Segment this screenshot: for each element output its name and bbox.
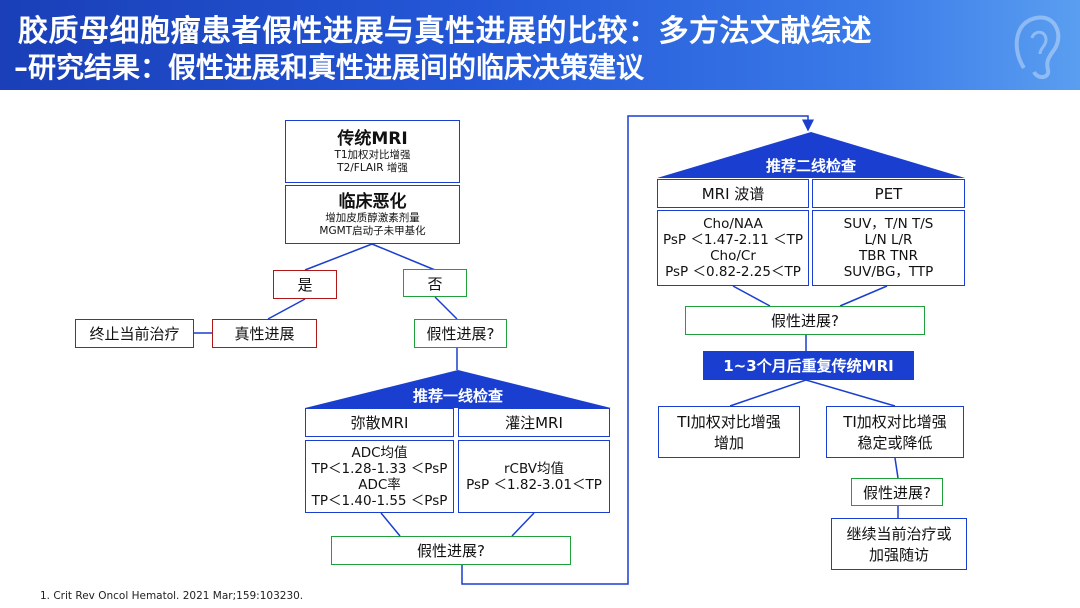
ear-icon	[1014, 15, 1061, 79]
pseudo-q3-label: 假性进展?	[771, 312, 839, 330]
pseudo-progression-q3: 假性进展?	[685, 306, 925, 335]
pet-detail-line: SUV/BG，TTP	[843, 264, 934, 280]
no-box: 否	[403, 269, 467, 297]
mrs-detail-line: PsP ＜1.47-2.11 ＜TP	[662, 232, 804, 248]
mrs-detail-line: PsP ＜0.82-2.25＜TP	[665, 264, 801, 280]
perfusion-detail-box: rCBV均值 PsP ＜1.82-3.01＜TP	[458, 440, 610, 513]
pseudo-progression-q4: 假性进展?	[851, 478, 943, 506]
t1-stable-line: 稳定或降低	[857, 434, 933, 452]
conventional-mri-title: 传统MRI	[337, 128, 408, 149]
pet-detail-line: SUV，T/N T/S	[843, 216, 934, 232]
clinical-worsening-line2: MGMT启动子未甲基化	[319, 224, 426, 237]
clinical-worsening-line1: 增加皮质醇激素剂量	[325, 211, 420, 224]
mrs-label: MRI 波谱	[701, 185, 765, 203]
pseudo-q1-label: 假性进展?	[426, 325, 495, 343]
diffusion-detail-line: TP＜1.28-1.33 ＜PsP	[311, 460, 448, 477]
clinical-worsening-title: 临床恶化	[338, 191, 407, 212]
t1-stable-box: TI加权对比增强 稳定或降低	[826, 406, 964, 458]
no-label: 否	[427, 274, 443, 293]
pet-header: PET	[812, 179, 965, 208]
mrs-detail-line: Cho/Cr	[710, 248, 756, 264]
mrs-header: MRI 波谱	[657, 179, 809, 208]
repeat-mri-label: 1~3个月后重复传统MRI	[723, 357, 894, 375]
yes-box: 是	[273, 270, 337, 299]
pseudo-progression-q1: 假性进展?	[414, 319, 507, 348]
true-progression-label: 真性进展	[234, 325, 295, 343]
pet-detail-box: SUV，T/N T/S L/N L/R TBR TNR SUV/BG，TTP	[812, 210, 965, 286]
stop-treatment-label: 终止当前治疗	[89, 325, 180, 343]
true-progression-box: 真性进展	[212, 319, 317, 348]
diffusion-mri-label: 弥散MRI	[350, 414, 409, 432]
yes-label: 是	[297, 276, 313, 294]
pet-detail-line: L/N L/R	[864, 232, 913, 248]
header-banner: 胶质母细胞瘤患者假性进展与真性进展的比较：多方法文献综述 –研究结果：假性进展和…	[0, 0, 1080, 90]
t1-stable-line: TI加权对比增强	[843, 413, 947, 431]
pseudo-q2-label: 假性进展?	[417, 542, 485, 560]
perfusion-detail-line: PsP ＜1.82-3.01＜TP	[466, 476, 602, 493]
pseudo-progression-q2: 假性进展?	[331, 536, 571, 565]
continue-line: 加强随访	[868, 546, 929, 564]
mrs-detail-box: Cho/NAA PsP ＜1.47-2.11 ＜TP Cho/Cr PsP ＜0…	[657, 210, 809, 286]
diffusion-detail-line: TP＜1.40-1.55 ＜PsP	[311, 492, 448, 509]
pet-label: PET	[874, 184, 903, 203]
diffusion-mri-header: 弥散MRI	[305, 408, 454, 437]
perfusion-mri-header: 灌注MRI	[458, 408, 610, 437]
stop-treatment-box: 终止当前治疗	[75, 319, 194, 348]
repeat-mri-banner: 1~3个月后重复传统MRI	[703, 351, 914, 380]
first-line-triangle	[305, 370, 611, 408]
footnote-reference: 1. Crit Rev Oncol Hematol. 2021 Mar;159:…	[40, 590, 304, 602]
t1-increase-box: TI加权对比增强 增加	[658, 406, 800, 458]
conventional-mri-box: 传统MRI T1加权对比增强 T2/FLAIR 增强	[285, 120, 460, 183]
page-subtitle: –研究结果：假性进展和真性进展间的临床决策建议	[14, 51, 645, 84]
clinical-worsening-box: 临床恶化 增加皮质醇激素剂量 MGMT启动子未甲基化	[285, 185, 460, 244]
perfusion-mri-label: 灌注MRI	[505, 414, 563, 432]
second-line-triangle	[657, 132, 965, 178]
diffusion-detail-line: ADC率	[358, 476, 401, 493]
continue-treatment-box: 继续当前治疗或 加强随访	[831, 518, 967, 570]
mrs-detail-line: Cho/NAA	[703, 216, 763, 232]
diffusion-detail-box: ADC均值 TP＜1.28-1.33 ＜PsP ADC率 TP＜1.40-1.5…	[305, 440, 454, 513]
t1-increase-line: 增加	[713, 434, 744, 452]
pseudo-q4-label: 假性进展?	[863, 483, 931, 502]
second-line-label: 推荐二线检查	[765, 157, 856, 175]
first-line-label: 推荐一线检查	[412, 387, 503, 405]
perfusion-detail-line: rCBV均值	[503, 460, 565, 477]
diffusion-detail-line: ADC均值	[351, 444, 408, 461]
continue-line: 继续当前治疗或	[846, 525, 952, 543]
pet-detail-line: TBR TNR	[859, 248, 918, 264]
page-title: 胶质母细胞瘤患者假性进展与真性进展的比较：多方法文献综述	[18, 14, 872, 49]
conventional-mri-line2: T2/FLAIR 增强	[337, 161, 408, 174]
conventional-mri-line1: T1加权对比增强	[334, 148, 411, 161]
t1-increase-line: TI加权对比增强	[677, 413, 781, 431]
